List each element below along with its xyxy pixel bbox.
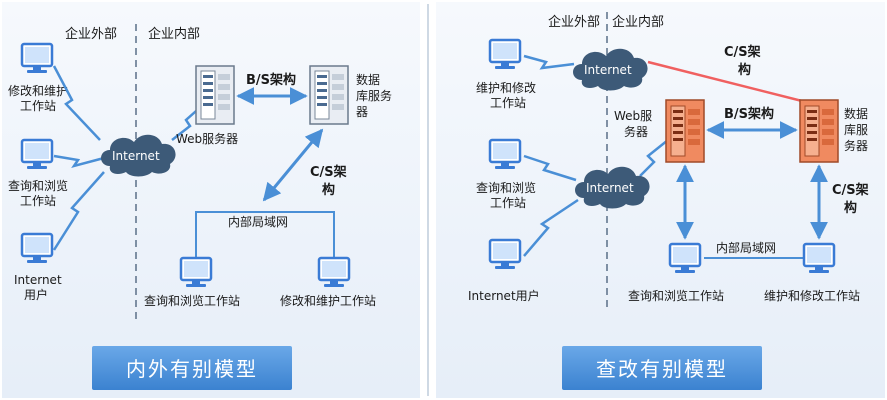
left-client-3-label-line2: 用户 — [24, 287, 48, 302]
left-cs-label-line2: 构 — [322, 182, 335, 198]
right-web-server-label-line1: Web服 — [614, 109, 652, 123]
left-db-server-icon — [309, 65, 349, 125]
right-client-2-label-line2: 工作站 — [490, 196, 526, 210]
left-lan-line — [195, 211, 335, 260]
right-panel: 企业外部 企业内部 维护和修改 工作站 查询和浏览 工作站 Internet用户… — [436, 2, 885, 398]
left-db-server-label-line2: 库服务 — [356, 88, 392, 103]
left-db-server-label-line1: 数据 — [356, 72, 380, 87]
left-banner-label: 内外有别模型 — [126, 357, 258, 381]
left-cs-label-line1: C/S架 — [310, 164, 347, 180]
right-bs-label: B/S架构 — [724, 106, 774, 122]
left-client-2-label-line2: 工作站 — [20, 194, 56, 208]
left-client-3-label-line1: Internet — [14, 273, 62, 287]
left-zone-outside-label: 企业外部 — [65, 26, 117, 42]
right-zone-inside-label: 企业内部 — [612, 14, 664, 30]
right-db-server-icon — [799, 99, 839, 163]
right-zone-outside-label: 企业外部 — [548, 14, 600, 30]
right-lan-station-2-label: 维护和修改工作站 — [764, 288, 860, 303]
right-cs-red-line — [647, 60, 807, 104]
left-zone-inside-label: 企业内部 — [148, 26, 200, 42]
left-db-server-label-line3: 器 — [356, 105, 368, 119]
right-lan-station-1-label: 查询和浏览工作站 — [628, 288, 724, 303]
right-web-server-icon — [665, 99, 705, 163]
right-client-2-label-line1: 查询和浏览 — [476, 180, 536, 195]
left-banner — [92, 346, 292, 390]
left-lan-label: 内部局域网 — [228, 214, 288, 229]
right-db-server-label-line3: 务器 — [844, 138, 868, 153]
right-banner — [562, 346, 762, 390]
right-client-1-label-line2: 工作站 — [490, 96, 526, 110]
left-web-server-icon — [195, 65, 235, 125]
right-client-3-label: Internet用户 — [468, 288, 540, 303]
right-cs-right-label-line1: C/S架 — [832, 182, 869, 198]
right-cs-right-label-line2: 构 — [844, 200, 857, 216]
right-cs-top-label-line1: C/S架 — [724, 44, 761, 60]
left-client-1-label-line1: 修改和维护 — [8, 83, 68, 98]
left-bs-label: B/S架构 — [246, 72, 296, 88]
right-lightning-link-1 — [523, 54, 575, 70]
left-lightning-link-2 — [53, 154, 105, 169]
left-client-2-label-line1: 查询和浏览 — [8, 178, 68, 193]
right-cs-top-label-line2: 构 — [738, 62, 751, 78]
right-lightning-link-2 — [523, 154, 577, 182]
right-lan-label: 内部局域网 — [716, 240, 776, 255]
left-lightning-link-3 — [52, 171, 105, 251]
right-client-1-label-line1: 维护和修改 — [476, 80, 536, 95]
left-lightning-link-1 — [52, 65, 101, 141]
left-lan-station-1-label: 查询和浏览工作站 — [144, 293, 240, 308]
left-lightning-link-web — [171, 103, 205, 141]
left-panel-background — [2, 2, 420, 398]
right-web-server-label-line2: 务器 — [624, 124, 648, 139]
right-lightning-link-web — [639, 139, 669, 177]
right-lightning-link-3 — [523, 198, 579, 257]
left-web-server-label: Web服务器 — [176, 131, 238, 146]
left-client-1-label-line2: 工作站 — [20, 99, 56, 113]
right-db-server-label-line1: 数据 — [844, 106, 868, 121]
left-cloud-label: Internet — [112, 149, 160, 163]
left-panel: 企业外部 企业内部 修改和维护 工作站 查询和浏览 工作站 Internet 用… — [2, 2, 420, 398]
right-cloud-top-label: Internet — [584, 63, 632, 77]
left-cs-arrow — [262, 128, 324, 202]
right-cloud-bottom-label: Internet — [586, 181, 634, 195]
right-banner-label: 查改有别模型 — [596, 357, 728, 381]
left-lan-station-2-label: 修改和维护工作站 — [280, 293, 376, 308]
right-db-server-label-line2: 库服 — [844, 122, 868, 137]
